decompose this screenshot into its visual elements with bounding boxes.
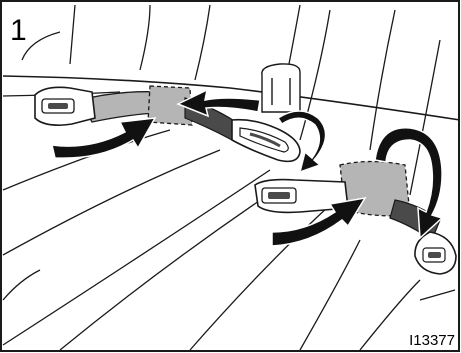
center-anchor [262,64,300,112]
stowed-seat-belt-buckle-icon [232,120,300,162]
step-number: 1 [10,16,27,46]
figure-code: I13377 [407,333,455,348]
seat-belt-buckle-icon-right-lower [415,232,456,274]
seat-belt-buckle-icon [35,87,95,125]
